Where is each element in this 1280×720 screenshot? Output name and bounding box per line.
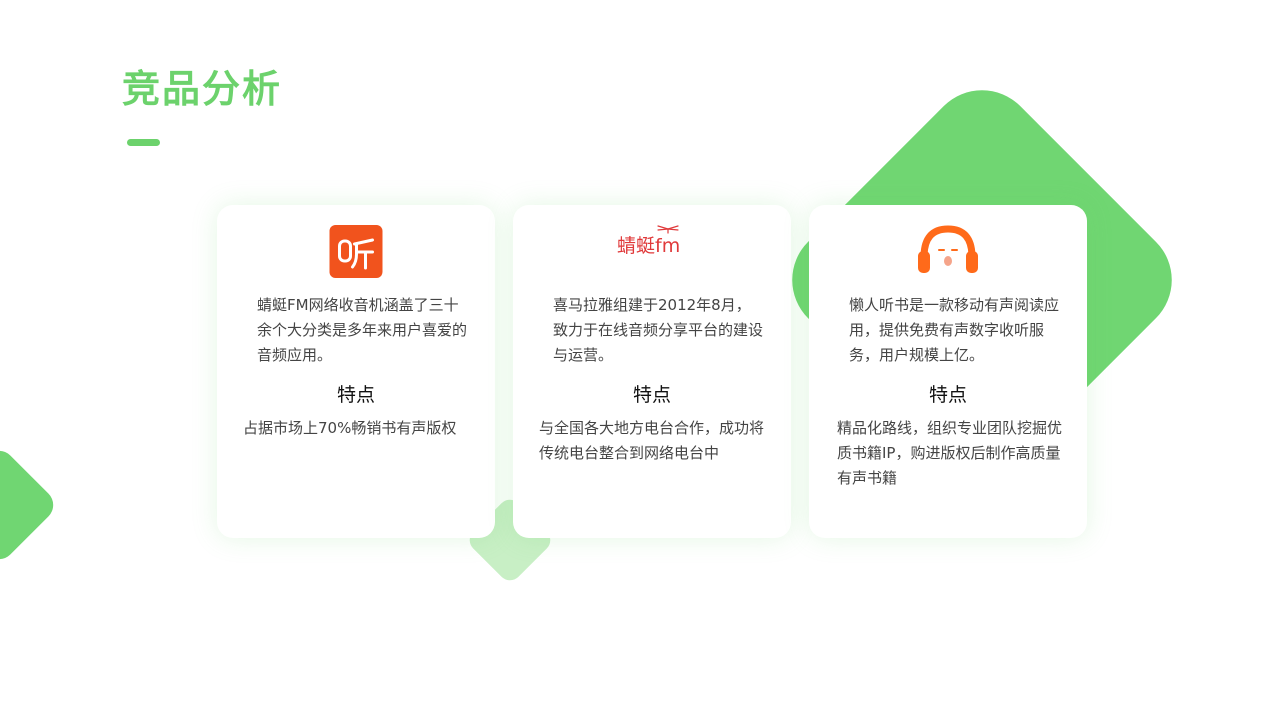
card-description: 懒人听书是一款移动有声阅读应用，提供免费有声数字收听服务，用户规模上亿。 [849, 296, 1060, 364]
competitor-card-2: 蜻蜓fm 喜马拉雅组建于2012年8月，致力于在线音频分享平台的建设与运营。 特… [513, 205, 791, 538]
feature-heading: 特点 [632, 384, 671, 406]
feature-text: 与全国各大地方电台合作，成功将传统电台整合到网络电台中 [539, 419, 765, 462]
qingting-fm-logo-icon: 蜻蜓fm [617, 223, 687, 257]
card-description: 蜻蜓FM网络收音机涵盖了三十余个大分类是多年来用户喜爱的音频应用。 [257, 296, 468, 364]
competitor-card-3: 懒人听书是一款移动有声阅读应用，提供免费有声数字收听服务，用户规模上亿。 特点 … [809, 205, 1087, 538]
decorative-diamond-left [0, 444, 60, 566]
page-title: 竞品分析 [122, 67, 283, 111]
qingting-fm-logo-text: 蜻蜓fm [617, 235, 680, 257]
feature-text: 精品化路线，组织专业团队挖掘优质书籍IP，购进版权后制作高质量有声书籍 [837, 419, 1063, 487]
lazy-listening-headphone-logo-icon [915, 223, 981, 277]
feature-heading: 特点 [336, 384, 375, 406]
ting-logo-icon [329, 225, 383, 278]
title-underline [127, 139, 160, 146]
feature-heading: 特点 [928, 384, 967, 406]
feature-text: 占据市场上70%畅销书有声版权 [243, 419, 457, 437]
card-description: 喜马拉雅组建于2012年8月，致力于在线音频分享平台的建设与运营。 [553, 296, 764, 364]
competitor-card-1: 蜻蜓FM网络收音机涵盖了三十余个大分类是多年来用户喜爱的音频应用。 特点 占据市… [217, 205, 495, 538]
